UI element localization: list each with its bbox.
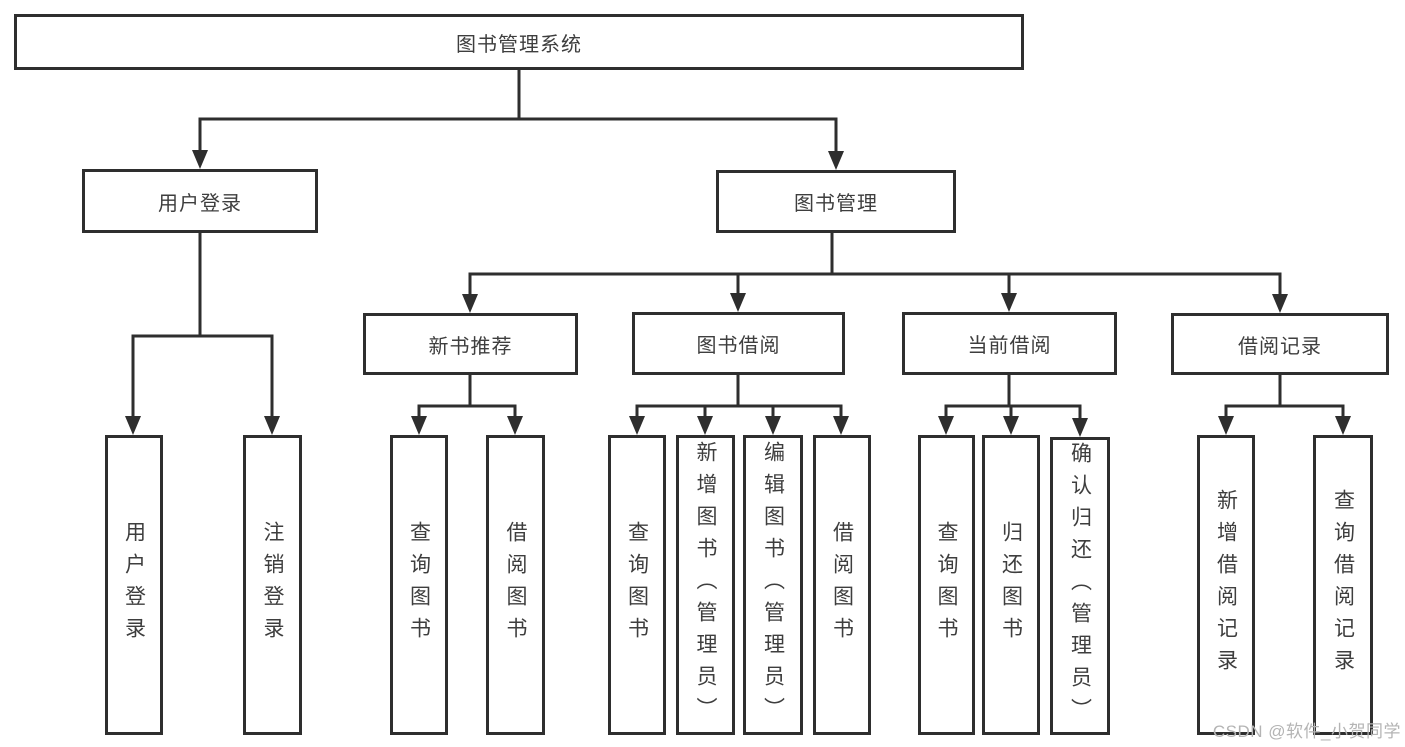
- leaf-current-query-books: 查询图书: [918, 435, 975, 735]
- leaf-recommend-borrow-books: 借阅图书: [486, 435, 545, 735]
- node-book-borrowing: 图书借阅: [632, 312, 845, 375]
- leaf-borrowing-borrow-books: 借阅图书: [813, 435, 871, 735]
- leaf-current-return-books-label: 归还图书: [999, 521, 1023, 649]
- leaf-borrowing-edit-books-admin-label: 编辑图书（管理员）: [761, 441, 785, 729]
- node-borrow-records-label: 借阅记录: [1238, 335, 1322, 358]
- leaf-records-add-record: 新增借阅记录: [1197, 435, 1255, 735]
- leaf-logout: 注销登录: [243, 435, 302, 735]
- leaf-current-confirm-return-admin-label: 确认归还（管理员）: [1068, 442, 1092, 730]
- node-book-management: 图书管理: [716, 170, 956, 233]
- leaf-recommend-query-books: 查询图书: [390, 435, 448, 735]
- node-borrow-records: 借阅记录: [1171, 313, 1389, 375]
- node-book-borrowing-label: 图书借阅: [696, 335, 781, 357]
- leaf-borrowing-borrow-books-label: 借阅图书: [830, 521, 854, 649]
- leaf-user-login-label: 用户登录: [122, 521, 146, 649]
- leaf-current-return-books: 归还图书: [982, 435, 1040, 735]
- node-user-login-label: 用户登录: [158, 192, 242, 215]
- leaf-user-login: 用户登录: [105, 435, 163, 735]
- node-new-book-recommend: 新书推荐: [363, 313, 578, 375]
- leaf-borrowing-add-books-admin: 新增图书（管理员）: [676, 435, 735, 735]
- leaf-records-query-record-label: 查询借阅记录: [1331, 489, 1355, 681]
- leaf-borrowing-add-books-admin-label: 新增图书（管理员）: [694, 441, 717, 729]
- leaf-records-add-record-label: 新增借阅记录: [1214, 489, 1238, 681]
- node-new-book-recommend-label: 新书推荐: [428, 335, 513, 358]
- csdn-watermark: CSDN @软件_小贺同学: [1212, 722, 1401, 741]
- leaf-recommend-query-books-label: 查询图书: [407, 521, 431, 649]
- leaf-logout-label: 注销登录: [261, 521, 284, 649]
- leaf-borrowing-edit-books-admin: 编辑图书（管理员）: [743, 435, 803, 735]
- node-user-login: 用户登录: [82, 169, 318, 233]
- leaf-current-confirm-return-admin: 确认归还（管理员）: [1050, 437, 1110, 735]
- leaf-recommend-borrow-books-label: 借阅图书: [504, 521, 527, 649]
- leaf-records-query-record: 查询借阅记录: [1313, 435, 1373, 735]
- leaf-borrowing-query-books-label: 查询图书: [625, 521, 649, 649]
- node-current-borrowing-label: 当前借阅: [967, 335, 1052, 357]
- node-current-borrowing: 当前借阅: [902, 312, 1117, 375]
- leaf-borrowing-query-books: 查询图书: [608, 435, 666, 735]
- leaf-current-query-books-label: 查询图书: [935, 521, 958, 649]
- node-library-management-system-label: 图书管理系统: [456, 33, 582, 56]
- node-book-management-label: 图书管理: [794, 193, 878, 215]
- node-library-management-system: 图书管理系统: [14, 14, 1024, 70]
